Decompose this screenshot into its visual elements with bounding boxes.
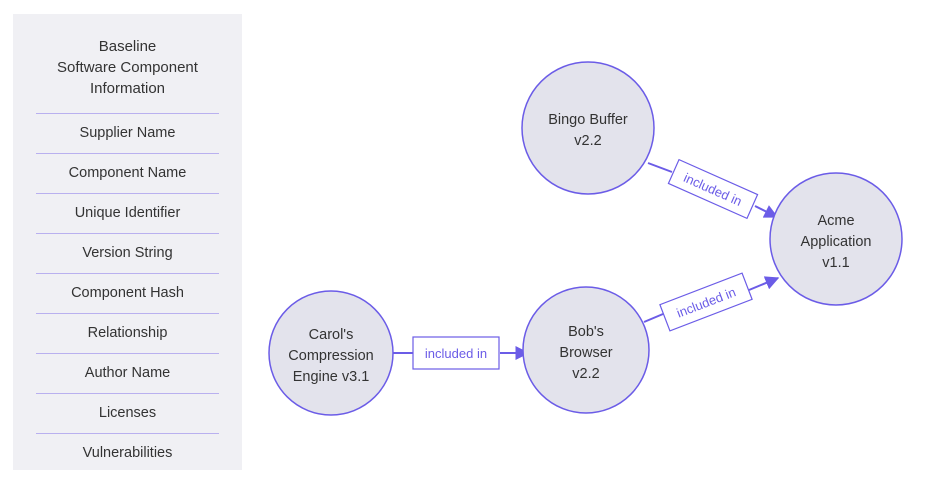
node-label: Carol's: [309, 327, 354, 343]
list-item: Version String: [13, 233, 242, 273]
node-circle: [268, 290, 394, 416]
edge-label-bob-to-acme: included in: [659, 272, 753, 332]
node-bobs-browser[interactable]: Bob's Browser v2.2: [522, 286, 650, 414]
node-label: v2.2: [572, 366, 599, 382]
field-label: Author Name: [84, 365, 171, 381]
edge-label-box: [412, 336, 500, 370]
node-label: Application: [801, 234, 872, 250]
node-label: Browser: [559, 345, 612, 361]
edge-label-bingo-to-acme: included in: [667, 158, 759, 220]
component-relationship-diagram: Bingo Buffer v2.2 Acme Application v1.1 …: [250, 0, 936, 488]
field-label: Unique Identifier: [74, 205, 181, 221]
node-circle: [522, 286, 650, 414]
node-label: Acme: [817, 213, 854, 229]
field-label: Supplier Name: [79, 125, 176, 141]
list-item: Unique Identifier: [13, 193, 242, 233]
node-label: Bob's: [568, 324, 604, 340]
node-carols-compression-engine[interactable]: Carol's Compression Engine v3.1: [268, 290, 394, 416]
edge-bingo-to-acme: [647, 162, 779, 218]
field-label: Vulnerabilities: [82, 445, 173, 461]
list-item: Vulnerabilities: [13, 433, 242, 473]
field-label: Version String: [82, 245, 173, 261]
node-acme-application[interactable]: Acme Application v1.1: [769, 172, 903, 306]
field-label: Licenses: [98, 405, 157, 421]
node-label: Engine v3.1: [293, 369, 370, 385]
edge-bob-to-acme: [643, 276, 780, 323]
list-item: Licenses: [13, 393, 242, 433]
node-circle: [769, 172, 903, 306]
node-circle: [521, 61, 655, 195]
edge-label-box: [667, 158, 759, 220]
list-item: Author Name: [13, 353, 242, 393]
node-label: Bingo Buffer: [548, 112, 628, 128]
field-label: Component Name: [68, 165, 187, 181]
edge-label: included in: [425, 346, 487, 361]
panel-title: Baseline Software Component Information: [57, 38, 198, 97]
node-label: Compression: [288, 348, 373, 364]
field-label: Component Hash: [71, 285, 184, 301]
baseline-info-panel: Baseline Software Component Information …: [13, 14, 242, 470]
list-item: Component Hash: [13, 273, 242, 313]
list-item: Supplier Name: [13, 113, 242, 153]
node-bingo-buffer[interactable]: Bingo Buffer v2.2: [521, 61, 655, 195]
list-item: Relationship: [13, 313, 242, 353]
baseline-field-list: Supplier Name Component Name Unique Iden…: [13, 113, 242, 473]
list-item: Component Name: [13, 153, 242, 193]
edge-label-carol-to-bob: included in: [412, 336, 500, 370]
node-label: v2.2: [574, 133, 601, 149]
node-label: v1.1: [822, 255, 849, 271]
edge-label-box: [659, 272, 753, 332]
field-label: Relationship: [87, 325, 168, 341]
